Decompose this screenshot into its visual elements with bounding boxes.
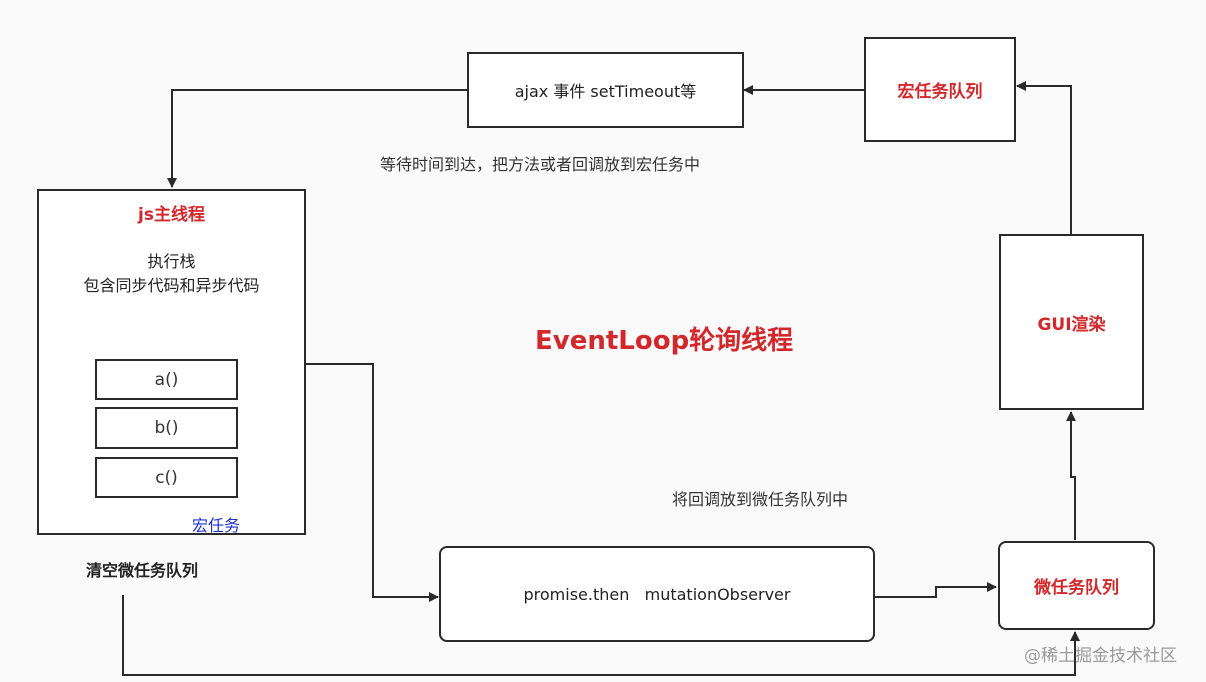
macro-note: 等待时间到达，把方法或者回调放到宏任务中 (380, 155, 701, 174)
stack-item-c: c() (95, 457, 238, 498)
main-thread-line2: 包含同步代码和异步代码 (83, 276, 260, 295)
arrow-microqueue-to-gui (1066, 411, 1076, 540)
micro-source-box: promise.then mutationObserver (439, 546, 875, 642)
clear-micro-label: 清空微任务队列 (86, 561, 199, 580)
arrow-clear-to-microqueue (122, 595, 1080, 676)
arrow-promise-to-microqueue (875, 582, 997, 598)
arrow-main-to-promise (306, 363, 439, 602)
stack-item-b: b() (95, 407, 238, 449)
micro-note: 将回调放到微任务队列中 (672, 490, 849, 509)
macro-queue-box: 宏任务队列 (864, 37, 1016, 142)
macro-source-box: ajax 事件 setTimeout等 (467, 52, 744, 128)
stack-item-a: a() (95, 359, 238, 400)
main-thread-line1: 执行栈 (147, 252, 196, 271)
arrow-ajax-to-main (167, 89, 468, 188)
center-title: EventLoop轮询线程 (535, 326, 794, 356)
watermark: @稀土掘金技术社区 (1024, 646, 1177, 666)
gui-render-box: GUI渲染 (999, 234, 1144, 410)
main-thread-title: js主线程 (138, 205, 205, 225)
micro-queue-box: 微任务队列 (998, 541, 1155, 630)
macro-task-footer: 宏任务 (192, 516, 241, 535)
arrow-gui-to-macroqueue (1016, 81, 1072, 234)
